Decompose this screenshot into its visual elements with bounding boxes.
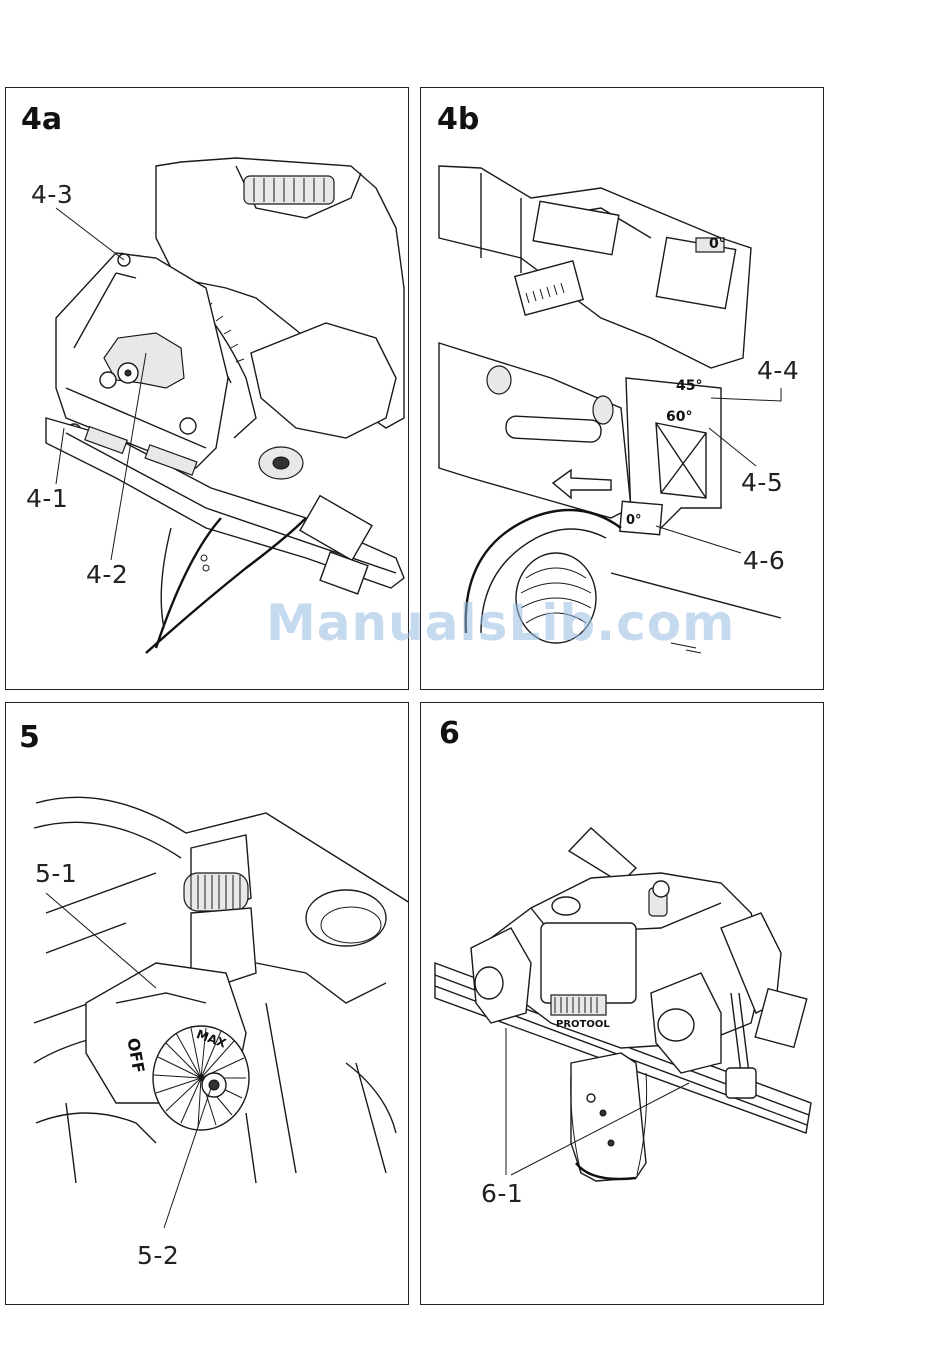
callout-6-1: 6-1 bbox=[481, 1179, 523, 1208]
callout-4-5: 4-5 bbox=[741, 468, 783, 497]
scale-mark-60: 60° bbox=[666, 409, 692, 425]
callout-4-4: 4-4 bbox=[757, 356, 799, 385]
callout-5-2: 5-2 bbox=[137, 1241, 179, 1270]
scale-mark-45: 45° bbox=[676, 378, 702, 394]
callout-4-3: 4-3 bbox=[31, 180, 73, 209]
figure-6-illustration: PROTOOL bbox=[421, 703, 824, 1305]
scale-mark-0-upper: 0° bbox=[709, 236, 726, 252]
watermark: ManualsLib.com bbox=[266, 594, 735, 652]
figure-5-panel: OFF MAX 5 5-1 5-2 bbox=[5, 702, 409, 1305]
figure-6-panel: PROTOOL 6 6-1 bbox=[420, 702, 824, 1305]
callout-5-1: 5-1 bbox=[35, 859, 77, 888]
brand-label: PROTOOL bbox=[556, 1019, 610, 1030]
figure-number: 4b bbox=[437, 102, 479, 137]
figure-5-illustration: OFF MAX bbox=[6, 703, 409, 1305]
callout-4-2: 4-2 bbox=[86, 560, 128, 589]
figure-number: 5 bbox=[19, 720, 40, 755]
callout-4-6: 4-6 bbox=[743, 546, 785, 575]
figure-number: 6 bbox=[439, 716, 460, 751]
callout-4-1: 4-1 bbox=[26, 484, 68, 513]
figure-number: 4a bbox=[21, 102, 62, 137]
scale-mark-0-lower: 0° bbox=[626, 513, 642, 528]
